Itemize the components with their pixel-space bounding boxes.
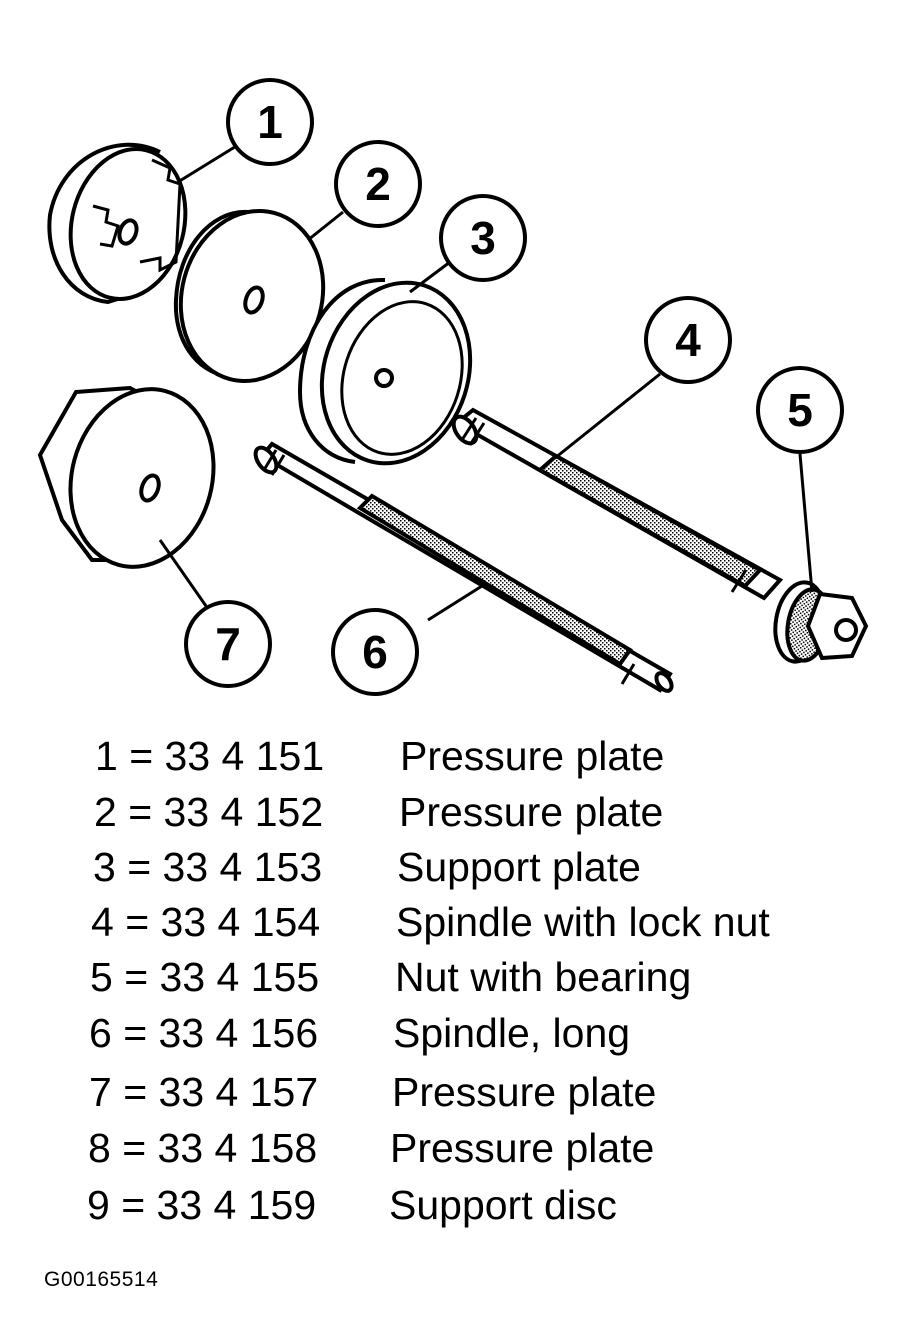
part-designation: 1 = 33 4 151 (95, 733, 325, 779)
part-description: Support disc (389, 1182, 617, 1228)
leader-line-3 (409, 260, 451, 294)
leader-lines (158, 143, 814, 622)
callout-2: 2 (334, 140, 422, 228)
part-description: Nut with bearing (395, 954, 692, 1000)
part-description: Pressure plate (390, 1125, 655, 1171)
part-code: 33 4 151 (164, 733, 325, 779)
part-description: Support plate (397, 844, 641, 890)
spindle-4-drawing (451, 407, 784, 601)
pressure-plate-1-drawing (47, 142, 188, 305)
part-description: Pressure plate (400, 733, 665, 779)
part-description: Spindle with lock nut (396, 899, 770, 945)
part-designation: 4 = 33 4 154 (91, 899, 321, 945)
part-code: 33 4 158 (157, 1125, 318, 1171)
part-code: 33 4 156 (158, 1010, 319, 1056)
part-description: Pressure plate (399, 789, 664, 835)
callout-6: 6 (331, 608, 419, 696)
leader-line-6 (427, 584, 483, 622)
callout-7: 7 (184, 600, 272, 688)
part-code: 33 4 157 (158, 1069, 319, 1115)
pressure-plate-7-drawing (37, 385, 216, 569)
leader-line-2 (307, 210, 344, 242)
part-code: 33 4 159 (156, 1182, 317, 1228)
part-number: 7 (89, 1069, 112, 1115)
part-number: 1 (95, 733, 118, 779)
part-description: Pressure plate (392, 1069, 657, 1115)
part-number: 3 (93, 844, 116, 890)
part-number: 9 (87, 1182, 110, 1228)
part-number: 8 (88, 1125, 111, 1171)
leader-line-4 (554, 372, 661, 460)
callout-5-label: 5 (787, 384, 813, 436)
part-designation: 9 = 33 4 159 (87, 1182, 317, 1228)
part-number: 6 (89, 1010, 112, 1056)
callout-3-label: 3 (470, 212, 496, 264)
support-plate-3-drawing (297, 277, 473, 466)
pressure-plate-2-drawing (173, 208, 326, 384)
part-designation: 8 = 33 4 158 (88, 1125, 318, 1171)
part-code: 33 4 155 (159, 954, 320, 1000)
figure-id: G00165514 (44, 1268, 159, 1291)
callout-7-label: 7 (215, 618, 241, 670)
part-code: 33 4 152 (163, 789, 324, 835)
callout-4: 4 (644, 296, 732, 384)
leader-line-1 (177, 143, 239, 184)
part-designation: 5 = 33 4 155 (90, 954, 320, 1000)
part-code: 33 4 154 (160, 899, 321, 945)
part-number: 4 (91, 899, 114, 945)
part-number: 2 (94, 789, 117, 835)
callout-1-label: 1 (257, 96, 283, 148)
part-designation: 6 = 33 4 156 (89, 1010, 319, 1056)
callout-6-label: 6 (362, 626, 388, 678)
nut-with-bearing-5-drawing (773, 580, 869, 664)
spindle-6-drawing (253, 441, 674, 693)
part-designation: 2 = 33 4 152 (94, 789, 324, 835)
leader-line-7 (158, 539, 208, 607)
callout-2-label: 2 (365, 158, 391, 210)
part-description: Spindle, long (393, 1010, 631, 1056)
callout-1: 1 (226, 78, 314, 166)
part-code: 33 4 153 (162, 844, 323, 890)
tool-illustration: 1 2 3 4 5 6 7 (37, 78, 869, 696)
leader-line-5 (798, 453, 814, 593)
part-number: 5 (90, 954, 113, 1000)
part-designation: 7 = 33 4 157 (89, 1069, 319, 1115)
part-designation: 3 = 33 4 153 (93, 844, 323, 890)
callout-3: 3 (439, 194, 527, 282)
callout-5: 5 (756, 366, 844, 454)
callout-4-label: 4 (675, 314, 701, 366)
